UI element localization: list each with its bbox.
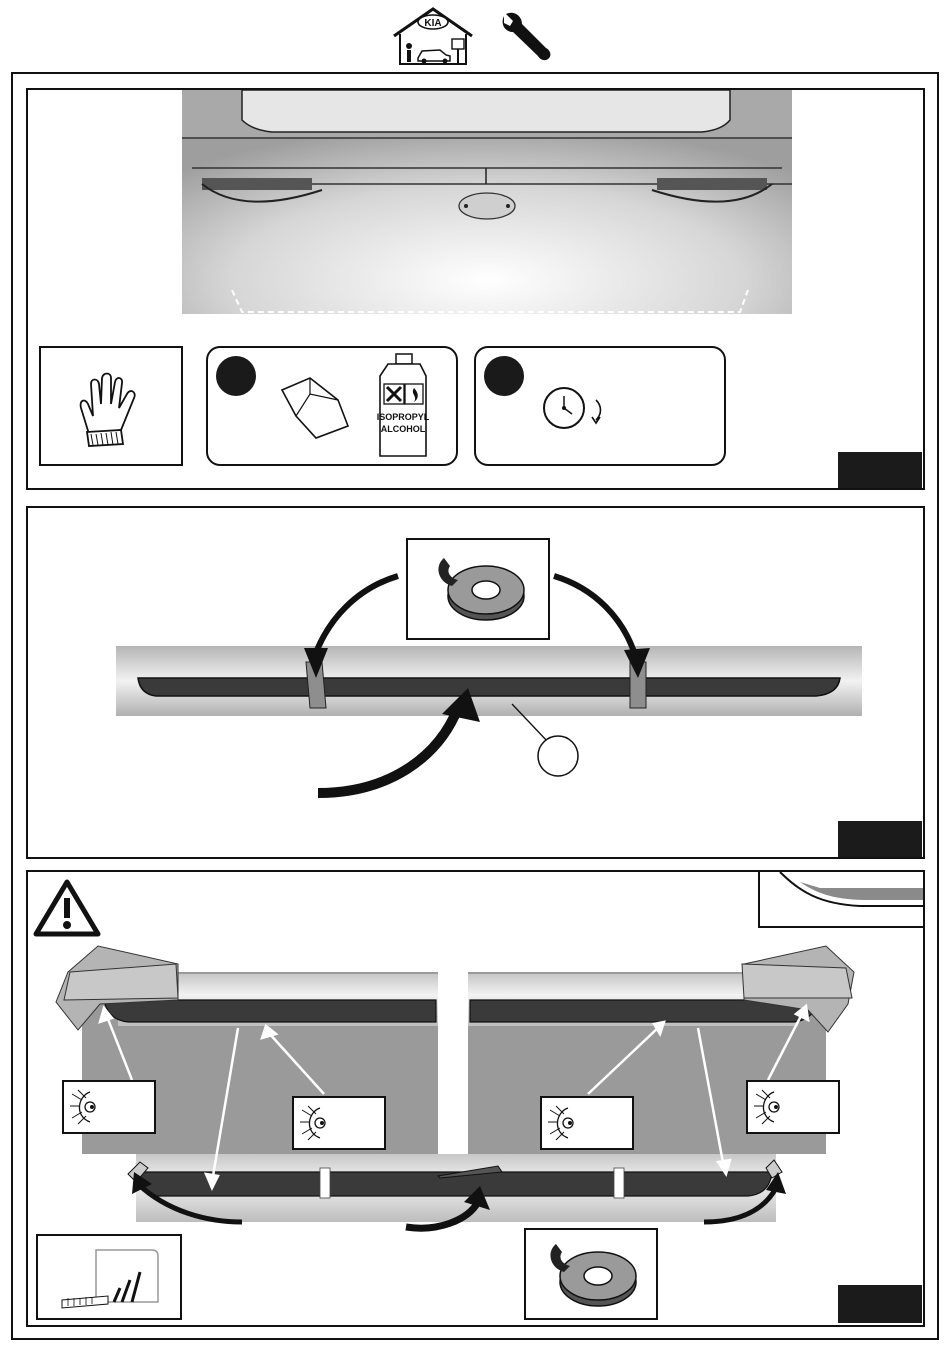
bottle-label-line-2: ALCOHOL — [381, 424, 426, 434]
tape-measure-icon — [58, 1246, 168, 1312]
step-number-box — [838, 1285, 922, 1323]
adhesive-tape-roll-icon — [430, 546, 530, 632]
clock-icon — [540, 384, 610, 434]
inspect-eye-icon — [68, 1086, 108, 1128]
inspect-eye-icon — [298, 1102, 338, 1144]
step-panel-3 — [26, 870, 925, 1327]
tailgate-illustration — [182, 90, 792, 314]
step-panel-2 — [26, 506, 925, 859]
gloves-tool-box — [39, 346, 183, 466]
step-panel-1: ISOPROPYL ALCOHOL — [26, 88, 925, 490]
bottle-label-line-1: ISOPROPYL — [377, 412, 430, 422]
tape-roll-box — [406, 538, 550, 640]
inspect-eye-box — [746, 1080, 840, 1134]
inspect-eye-box — [540, 1096, 634, 1150]
inspect-eye-box — [62, 1080, 156, 1134]
gloves-icon — [71, 368, 151, 448]
inspect-eye-icon — [546, 1102, 586, 1144]
inspect-eye-box — [292, 1096, 386, 1150]
cloth-icon — [276, 370, 356, 440]
kia-logo-text: KIA — [424, 18, 441, 29]
wait-tool-box — [474, 346, 726, 466]
step-bullet — [484, 356, 524, 396]
step-number-box — [838, 821, 922, 859]
adhesive-tape-roll-icon — [542, 1232, 642, 1318]
dealer-workshop-icon: KIA — [390, 6, 476, 66]
bottle-icon: ISOPROPYL ALCOHOL — [374, 352, 434, 462]
wrench-icon — [496, 6, 556, 66]
cleaning-tool-box: ISOPROPYL ALCOHOL — [206, 346, 458, 466]
inspect-eye-icon — [752, 1086, 792, 1128]
tape-roll-box — [524, 1228, 658, 1320]
step-bullet — [216, 356, 256, 396]
step-number-box — [838, 452, 922, 490]
tape-measure-box — [36, 1234, 182, 1320]
